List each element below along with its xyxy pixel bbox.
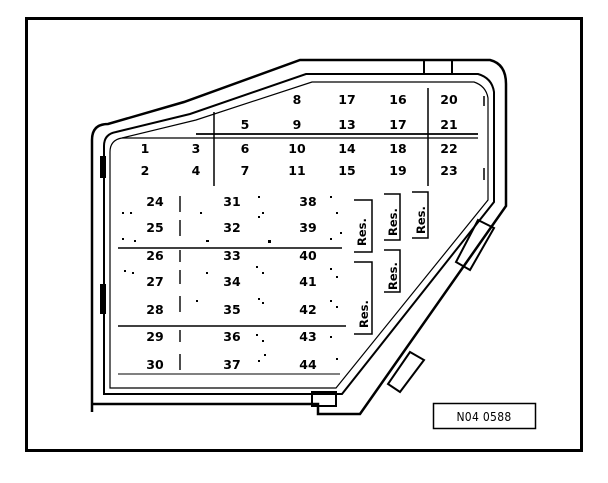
side-clip-bottom: [100, 284, 106, 314]
housing-inner-wall: [109, 81, 489, 389]
fuse-label: 8: [293, 92, 302, 107]
fuse-label: 3: [192, 141, 201, 156]
edge-tab-upper: [454, 218, 496, 272]
fuse-label: 21: [440, 117, 457, 132]
reserve-label: Res.: [355, 218, 369, 246]
fuse-label: 23: [440, 163, 457, 178]
reserve-label: Res.: [357, 300, 371, 328]
reference-box: [432, 402, 537, 430]
fuse-label: 42: [299, 302, 316, 317]
fuse-label: 38: [299, 194, 316, 209]
speckle-dots: [122, 196, 342, 362]
fuse-label: 27: [146, 274, 163, 289]
fuse-label: 17: [389, 117, 406, 132]
reference-code: N04 0588: [456, 410, 511, 424]
fuse-label: 10: [288, 141, 306, 156]
fuse-label: 30: [146, 357, 164, 372]
fuse-label: 34: [223, 274, 241, 289]
fuse-label: 29: [146, 329, 163, 344]
fuse-label: 6: [241, 141, 250, 156]
fuse-label: 36: [223, 329, 241, 344]
reserve-label: Res.: [386, 262, 400, 290]
fuse-label: 37: [223, 357, 240, 372]
outer-frame: [25, 17, 583, 452]
fuse-label: 22: [440, 141, 457, 156]
fuse-label: 44: [299, 357, 317, 372]
fuse-label: 31: [223, 194, 240, 209]
fuse-label: 4: [192, 163, 201, 178]
housing-outer: [90, 58, 508, 416]
bottom-tab: [311, 391, 337, 407]
fuse-label: 28: [146, 302, 163, 317]
fuse-label: 11: [288, 163, 305, 178]
fuse-label: 16: [389, 92, 407, 107]
fuse-label: 19: [389, 163, 406, 178]
fuse-label: 7: [241, 163, 250, 178]
edge-tab-lower: [386, 350, 426, 394]
housing-inner: [103, 73, 495, 395]
fuse-label: 2: [141, 163, 150, 178]
fuse-label: 20: [440, 92, 458, 107]
fuse-label: 18: [389, 141, 406, 156]
fuse-label: 43: [299, 329, 316, 344]
fuse-label: 32: [223, 220, 240, 235]
fuse-label: 35: [223, 302, 240, 317]
fuse-label: 1: [141, 141, 150, 156]
fuse-label: 39: [299, 220, 316, 235]
fuse-label: 40: [299, 248, 317, 263]
fuse-label: 15: [338, 163, 355, 178]
side-clip-top: [100, 156, 106, 178]
fuse-label: 9: [293, 117, 302, 132]
fuse-label: 33: [223, 248, 240, 263]
reserve-label: Res.: [386, 208, 400, 236]
reserve-label: Res.: [414, 206, 428, 234]
fuse-label: 24: [146, 194, 164, 209]
fuse-label: 13: [338, 117, 355, 132]
fuse-label: 25: [146, 220, 163, 235]
reserve-brackets: [354, 191, 429, 335]
fuse-label: 14: [338, 141, 356, 156]
fuse-label: 5: [241, 117, 250, 132]
fuse-label: 41: [299, 274, 316, 289]
fuse-label: 26: [146, 248, 164, 263]
fuse-label: 17: [338, 92, 355, 107]
